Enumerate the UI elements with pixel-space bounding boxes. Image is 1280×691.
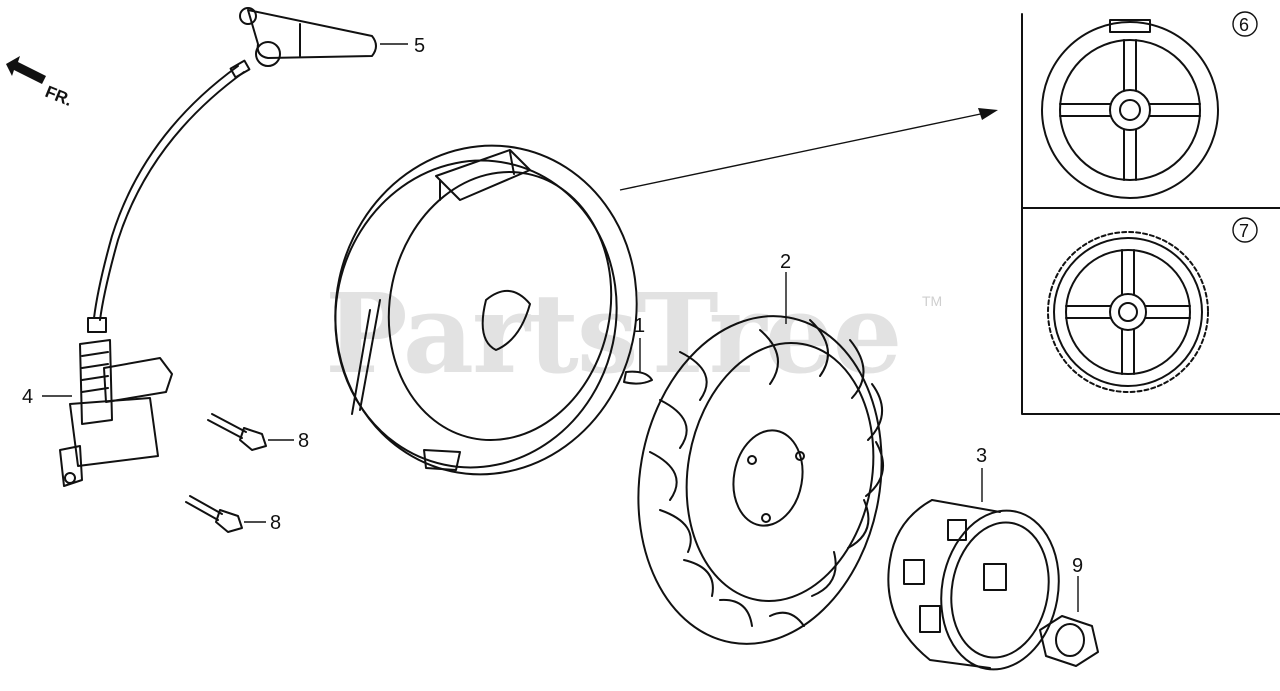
detail-panel — [1021, 13, 1280, 415]
callout-1: 1 — [634, 315, 645, 337]
watermark-tm: TM — [922, 293, 942, 309]
callout-5: 5 — [414, 35, 425, 57]
front-label: FR. — [43, 82, 76, 110]
callout-6: 6 — [1239, 15, 1249, 35]
bolt-part-upper — [207, 413, 267, 451]
callout-2: 2 — [780, 251, 791, 273]
callout-7: 7 — [1239, 221, 1249, 241]
front-direction-arrow: FR. — [6, 56, 75, 110]
callout-6-badge: 6 — [1232, 11, 1258, 37]
cooling-fan-part — [637, 315, 884, 645]
ignition-coil-part — [59, 59, 251, 487]
spark-plug-cap-part — [239, 7, 377, 67]
callout-8-lower: 8 — [270, 512, 281, 534]
callout-9: 9 — [1072, 555, 1083, 577]
leader-lines — [42, 43, 1079, 612]
flywheel-detail-6 — [1041, 19, 1219, 199]
callout-4: 4 — [22, 386, 33, 408]
bolt-part-lower — [185, 495, 243, 533]
callout-8-upper: 8 — [298, 430, 309, 452]
watermark-text: PartsTree — [325, 269, 901, 398]
starter-pulley-part — [887, 499, 1060, 671]
callout-7-badge: 7 — [1232, 217, 1258, 243]
woodruff-key-part — [623, 370, 653, 385]
callout-3: 3 — [976, 445, 987, 467]
flywheel-part — [334, 144, 638, 476]
detail-pointer-line — [619, 111, 991, 191]
flywheel-detail-7 — [1047, 231, 1209, 393]
flywheel-nut-part — [1039, 615, 1099, 667]
